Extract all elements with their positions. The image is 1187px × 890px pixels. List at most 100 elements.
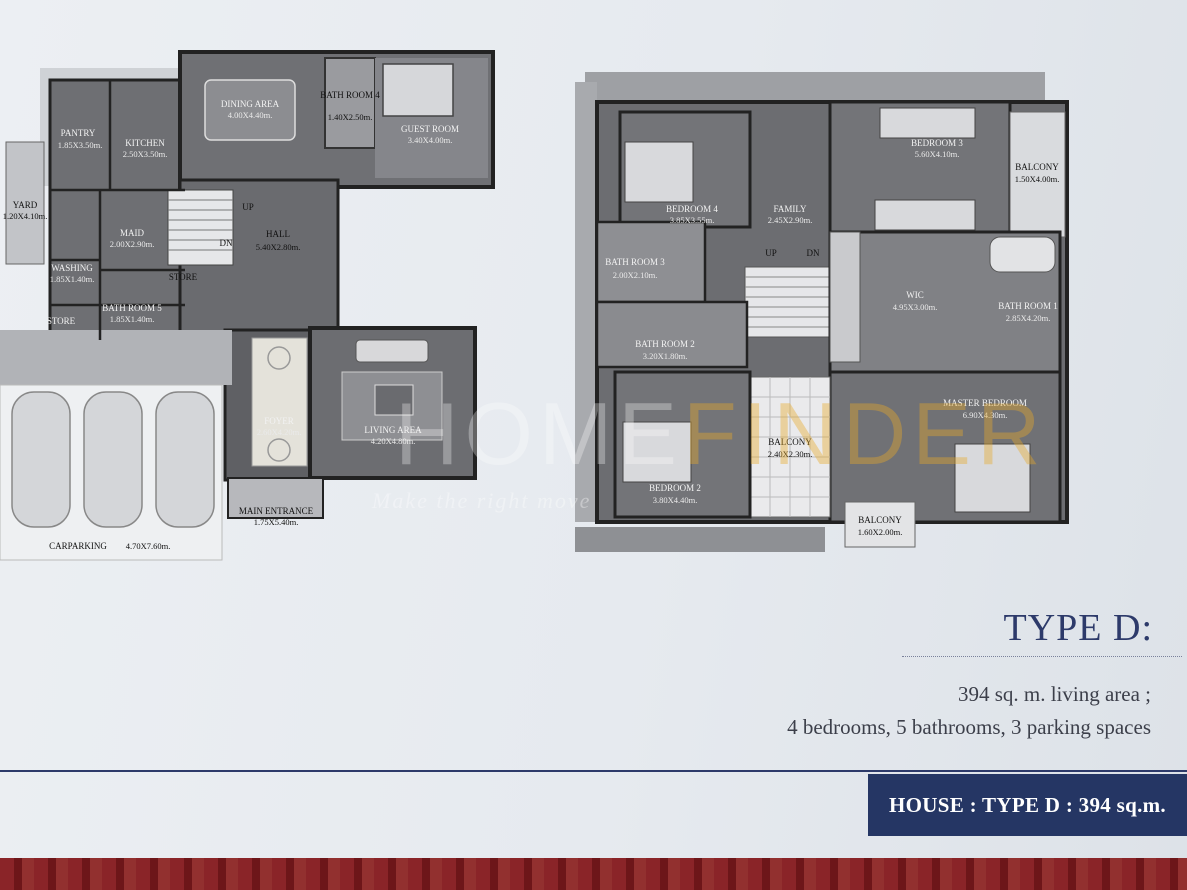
foyer-rug — [251, 337, 308, 467]
room-dimension: 2.00X2.90m. — [110, 239, 155, 249]
roof-strip-bottom — [575, 527, 825, 552]
room-dimension: 2.00X2.10m. — [613, 270, 658, 280]
summary-line-area: 394 sq. m. living area ; — [957, 682, 1151, 706]
room-label: MASTER BEDROOM — [943, 398, 1027, 408]
stair-up-label: UP — [242, 202, 254, 212]
room-label: BEDROOM 2 — [649, 483, 701, 493]
room-dimension: 4.70X7.60m. — [126, 541, 171, 551]
room-dimension: 3.40X4.00m. — [408, 135, 453, 145]
room-label: BEDROOM 3 — [911, 138, 963, 148]
bathroom-2-area — [595, 300, 749, 369]
room-label: BALCONY — [1015, 162, 1059, 172]
room-label: FOYER — [264, 416, 294, 426]
room-dimension: 1.85X1.40m. — [110, 314, 155, 324]
sofa — [355, 339, 429, 363]
room-label: LIVING AREA — [364, 425, 422, 435]
room-dimension: 5.40X2.80m. — [256, 242, 301, 252]
summary-line-rooms: 4 bedrooms, 5 bathrooms, 3 parking space… — [787, 715, 1151, 739]
car-3 — [155, 391, 215, 528]
carport-roof-strip — [0, 330, 232, 385]
upper-stair — [744, 266, 831, 338]
room-dimension: 2.40X2.30m. — [768, 449, 813, 459]
room-label: YARD — [13, 200, 38, 210]
carpet-background — [0, 858, 1187, 890]
room-label: KITCHEN — [125, 138, 165, 148]
bedroom-2-bed — [622, 421, 692, 483]
foyer-ornament-bottom — [267, 438, 291, 462]
ground-floor-plan: DINING AREA 4.00X4.40m. BATH ROOM 4 1.40… — [0, 50, 495, 561]
watermark-brand: HOMEFINDER — [395, 383, 1047, 485]
room-dimension: 2.85X4.20m. — [1006, 313, 1051, 323]
room-label: STORE — [169, 272, 198, 282]
room-dimension: 1.20X4.10m. — [3, 211, 48, 221]
room-label: BATH ROOM 2 — [635, 339, 695, 349]
room-label: STORE — [47, 316, 76, 326]
bedroom-4-bed — [624, 141, 694, 203]
room-label: BATH ROOM 1 — [998, 301, 1058, 311]
room-dimension: 1.40X2.50m. — [328, 112, 373, 122]
room-dimension: 1.60X2.00m. — [858, 527, 903, 537]
service-wing — [48, 78, 187, 342]
stair-up-label: UP — [765, 248, 777, 258]
dotted-divider — [902, 656, 1182, 657]
room-label: BALCONY — [768, 437, 812, 447]
room-dimension: 4.00X4.40m. — [228, 110, 273, 120]
room-label: BATH ROOM 4 — [320, 90, 380, 100]
bedroom-3-bed — [879, 107, 976, 139]
footer-label: HOUSE : TYPE D : 394 sq.m. — [889, 792, 1166, 817]
room-label: DINING AREA — [221, 99, 280, 109]
room-dimension: 3.85X3.55m. — [670, 215, 715, 225]
bathroom-3-area — [595, 220, 707, 304]
brochure-page: DINING AREA 4.00X4.40m. BATH ROOM 4 1.40… — [0, 0, 1187, 858]
room-dimension: 4.95X3.00m. — [893, 302, 938, 312]
yard-area — [5, 141, 45, 265]
wic-area — [828, 230, 1062, 379]
footer-label-bar: HOUSE : TYPE D : 394 sq.m. — [868, 774, 1187, 836]
room-dimension: 3.20X1.80m. — [643, 351, 688, 361]
room-dimension: 6.90X4.30m. — [963, 410, 1008, 420]
room-label: BATH ROOM 5 — [102, 303, 162, 313]
balcony-right-area — [1009, 111, 1066, 238]
room-dimension: 3.80X4.40m. — [653, 495, 698, 505]
room-label: MAIN ENTRANCE — [239, 506, 314, 516]
room-label: BALCONY — [858, 515, 902, 525]
roof-strip-top — [585, 72, 1045, 102]
room-dimension: 4.20X4.80m. — [371, 436, 416, 446]
type-title: TYPE D: — [1003, 607, 1153, 649]
upper-floor-plan: BEDROOM 4 3.85X3.55m. FAMILY 2.45X2.90m.… — [575, 72, 1069, 552]
room-label: HALL — [266, 229, 290, 239]
watermark-brand-part2: FINDER — [683, 384, 1047, 483]
foyer-ornament-top — [267, 346, 291, 370]
coffee-table — [374, 384, 414, 416]
stair-down-label: DN — [220, 238, 233, 248]
car-2 — [83, 391, 143, 528]
room-label: WASHING — [51, 263, 93, 273]
bottom-divider — [0, 770, 1187, 772]
stair-down-label: DN — [807, 248, 820, 258]
master-bed — [954, 443, 1031, 513]
room-dimension: 1.85X1.40m. — [50, 274, 95, 284]
room-label: FAMILY — [774, 204, 807, 214]
room-dimension: 1.75X5.40m. — [254, 517, 299, 527]
room-label: BATH ROOM 3 — [605, 257, 665, 267]
bedroom-3-cabinet — [874, 199, 976, 231]
bathroom-4-fill — [324, 57, 376, 149]
guest-bed — [382, 63, 454, 117]
room-dimension: 2.60X4.20m. — [257, 427, 302, 437]
roof-strip-left — [575, 82, 597, 522]
room-label: BEDROOM 4 — [666, 204, 718, 214]
room-label: PANTRY — [61, 128, 96, 138]
wic-closet — [829, 231, 861, 363]
room-dimension: 5.60X4.10m. — [915, 149, 960, 159]
balcony-bottom-area — [844, 501, 916, 548]
watermark-tagline: Make the right move — [372, 488, 592, 513]
room-dimension: 1.85X3.50m. — [58, 140, 103, 150]
room-label: GUEST ROOM — [401, 124, 459, 134]
car-1 — [11, 391, 71, 528]
room-label: MAID — [120, 228, 144, 238]
room-dimension: 2.45X2.90m. — [768, 215, 813, 225]
main-entrance-area — [227, 477, 324, 519]
room-label: WIC — [906, 290, 924, 300]
room-dimension: 1.50X4.00m. — [1015, 174, 1060, 184]
bathtub — [989, 236, 1056, 273]
